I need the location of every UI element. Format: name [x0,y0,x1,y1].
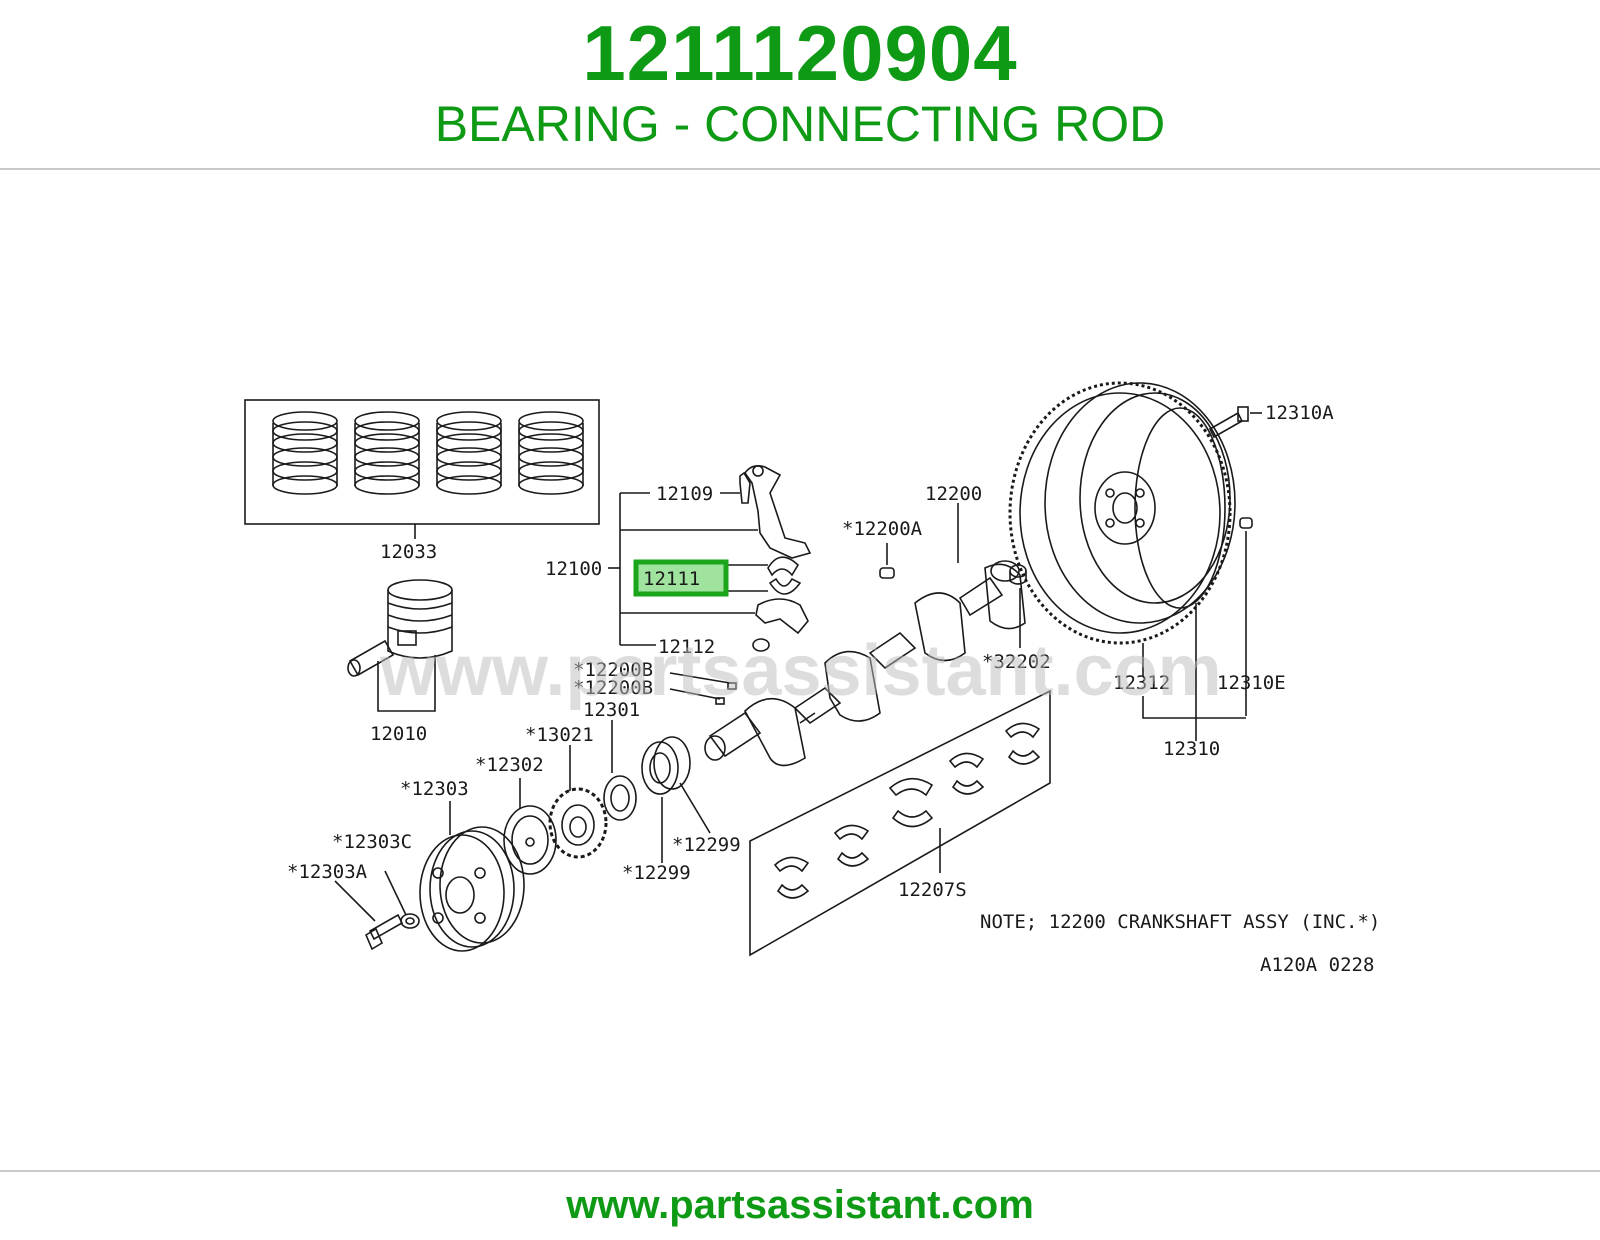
header: 1211120904 BEARING - CONNECTING ROD [0,0,1600,168]
label-12302[interactable]: *12302 [475,754,544,776]
piston-ring-set-4 [518,411,584,495]
label-12299-1[interactable]: *12299 [672,834,741,856]
leader-12010 [377,655,436,712]
header-divider [0,168,1600,170]
crank-gear [548,787,608,859]
main-bearing-3 [888,777,934,828]
flywheel [1008,381,1236,645]
main-bearing-set-box [749,689,1051,957]
key-12200b [715,682,737,705]
pulley-washer [400,913,420,929]
pulley-bolt [364,913,404,951]
label-12303a[interactable]: *12303A [287,861,368,883]
dowel-pin-12200a [879,567,895,579]
main-bearing-5 [1004,722,1041,765]
diagram-code: A120A 0228 [1260,954,1374,976]
watermark: www.partsassistant.com [379,631,1222,711]
piston-ring-set-3 [436,411,502,495]
part-number: 1211120904 [582,9,1018,97]
connecting-rod-bearing-upper [767,556,800,577]
main-bearing-2 [833,824,870,867]
connecting-rod-bolt [739,471,751,504]
label-32202[interactable]: *32202 [982,651,1051,673]
piston-pin [347,639,395,677]
footer-url[interactable]: www.partsassistant.com [566,1183,1034,1227]
parts-diagram: 12109 12100 12111 12112 12033 12010 1220… [180,343,1420,1013]
label-12310a[interactable]: 12310A [1265,402,1334,424]
piston-ring-set-2 [354,411,420,495]
label-12303[interactable]: *12303 [400,778,469,800]
crankshaft [704,560,1026,767]
footer-divider [0,1170,1600,1172]
highlight-12111[interactable] [633,559,729,597]
connecting-rod-cap [755,598,809,635]
label-12100[interactable]: 12100 [545,558,602,580]
flywheel-dowel [1239,517,1253,529]
label-12303c[interactable]: *12303C [332,831,412,853]
piston [387,579,453,659]
crank-pulley [419,826,525,952]
crank-washer-12301 [603,775,637,821]
label-12310[interactable]: 12310 [1163,738,1220,760]
label-12312[interactable]: 12312 [1113,672,1170,694]
rod-nut [752,638,770,652]
label-12301[interactable]: 12301 [583,699,640,721]
connecting-rod-bearing-lower [768,577,802,595]
main-bearing-4 [948,752,985,795]
label-12200b-2[interactable]: *12200B [573,677,653,699]
label-12207s[interactable]: 12207S [898,879,967,901]
label-12033[interactable]: 12033 [380,541,437,563]
parts-diagram-svg: 12109 12100 12111 12112 12033 12010 1220… [244,381,1380,976]
label-12109[interactable]: 12109 [656,483,713,505]
label-12112[interactable]: 12112 [658,636,715,658]
label-12200b-1[interactable]: *12200B [573,659,653,681]
label-12299-2[interactable]: *12299 [622,862,691,884]
main-bearing-1 [773,856,810,899]
label-12200[interactable]: 12200 [925,483,982,505]
thrust-washer [641,736,691,795]
piston-ring-set-1 [272,411,338,495]
piston-ring-set-box [244,399,600,525]
label-12310e[interactable]: 12310E [1217,672,1286,694]
part-description: BEARING - CONNECTING ROD [434,96,1166,152]
connecting-rod [744,465,812,559]
crank-plate [503,805,557,875]
flywheel-bolt [1208,406,1249,439]
diagram-note: NOTE; 12200 CRANKSHAFT ASSY (INC.*) [980,911,1380,933]
label-12111[interactable]: 12111 [643,568,700,590]
label-12200a[interactable]: *12200A [842,518,923,540]
label-13021[interactable]: *13021 [525,724,594,746]
label-12010[interactable]: 12010 [370,723,427,745]
